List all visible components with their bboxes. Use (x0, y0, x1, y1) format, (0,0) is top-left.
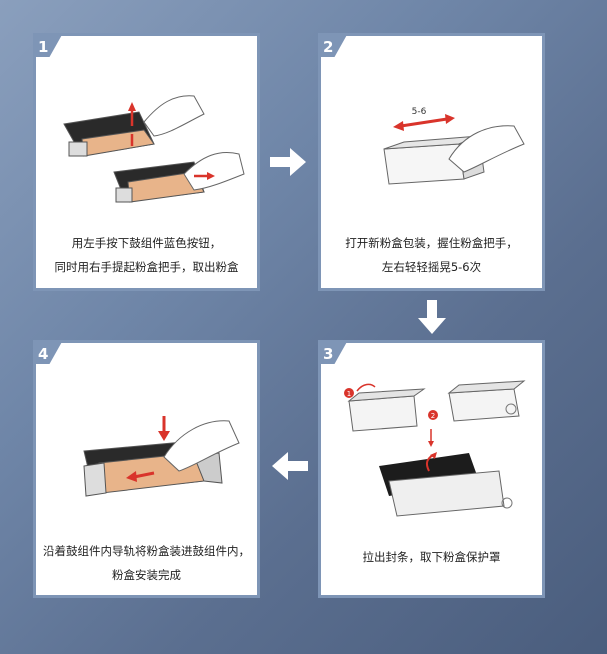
caption-line: 同时用右手提起粉盒把手，取出粉盒 (54, 260, 239, 274)
step-number: 2 (323, 38, 334, 56)
install-toner-illustration (83, 416, 240, 497)
step-4-panel: 4 沿着鼓组件内导轨将粉盒装进鼓组件内， 粉盒安装完成 (33, 340, 260, 598)
arrow-right-icon (270, 148, 306, 176)
step-number: 1 (38, 38, 49, 56)
step-caption: 沿着鼓组件内导轨将粉盒装进鼓组件内， 粉盒安装完成 (40, 539, 253, 587)
caption-line: 拉出封条，取下粉盒保护罩 (362, 550, 501, 564)
arrow-left-icon (272, 452, 308, 480)
callout-1: 1 (347, 390, 351, 398)
caption-line: 用左手按下鼓组件蓝色按钮， (71, 236, 222, 250)
remove-seal-illustration: 1 2 (344, 380, 526, 517)
callout-2: 2 (431, 412, 435, 420)
caption-line: 沿着鼓组件内导轨将粉盒装进鼓组件内， (43, 544, 250, 558)
step-1-panel: 1 用左手按下鼓组件蓝色按钮， 同时用右手提起粉盒把手，取出粉盒 (33, 33, 260, 291)
caption-line: 打开新粉盒包装，握住粉盒把手， (345, 236, 518, 250)
callout-2-badge (428, 410, 438, 420)
step-caption: 打开新粉盒包装，握住粉盒把手， 左右轻轻摇晃5-6次 (325, 231, 538, 279)
caption-line: 左右轻轻摇晃5-6次 (381, 260, 482, 274)
step-3-panel: 3 1 2 拉出封条，取下粉盒保护罩 (318, 340, 545, 598)
callout-1-badge (344, 388, 354, 398)
shake-count-label: 5-6 (412, 107, 427, 117)
remove-toner-illustration (63, 95, 245, 203)
step-2-panel: 2 5-6 打开新粉盒包装，握住粉盒把手， 左右轻轻摇晃5-6次 (318, 33, 545, 291)
arrow-down-icon (418, 300, 446, 334)
shake-toner-illustration: 5-6 (383, 107, 525, 185)
lock-icon (505, 403, 517, 415)
step-number: 3 (323, 345, 334, 363)
step-caption: 用左手按下鼓组件蓝色按钮， 同时用右手提起粉盒把手，取出粉盒 (40, 231, 253, 279)
step-caption: 拉出封条，取下粉盒保护罩 (325, 545, 538, 569)
caption-line: 粉盒安装完成 (112, 568, 181, 582)
lock-icon (501, 497, 513, 509)
step-number: 4 (38, 345, 49, 363)
